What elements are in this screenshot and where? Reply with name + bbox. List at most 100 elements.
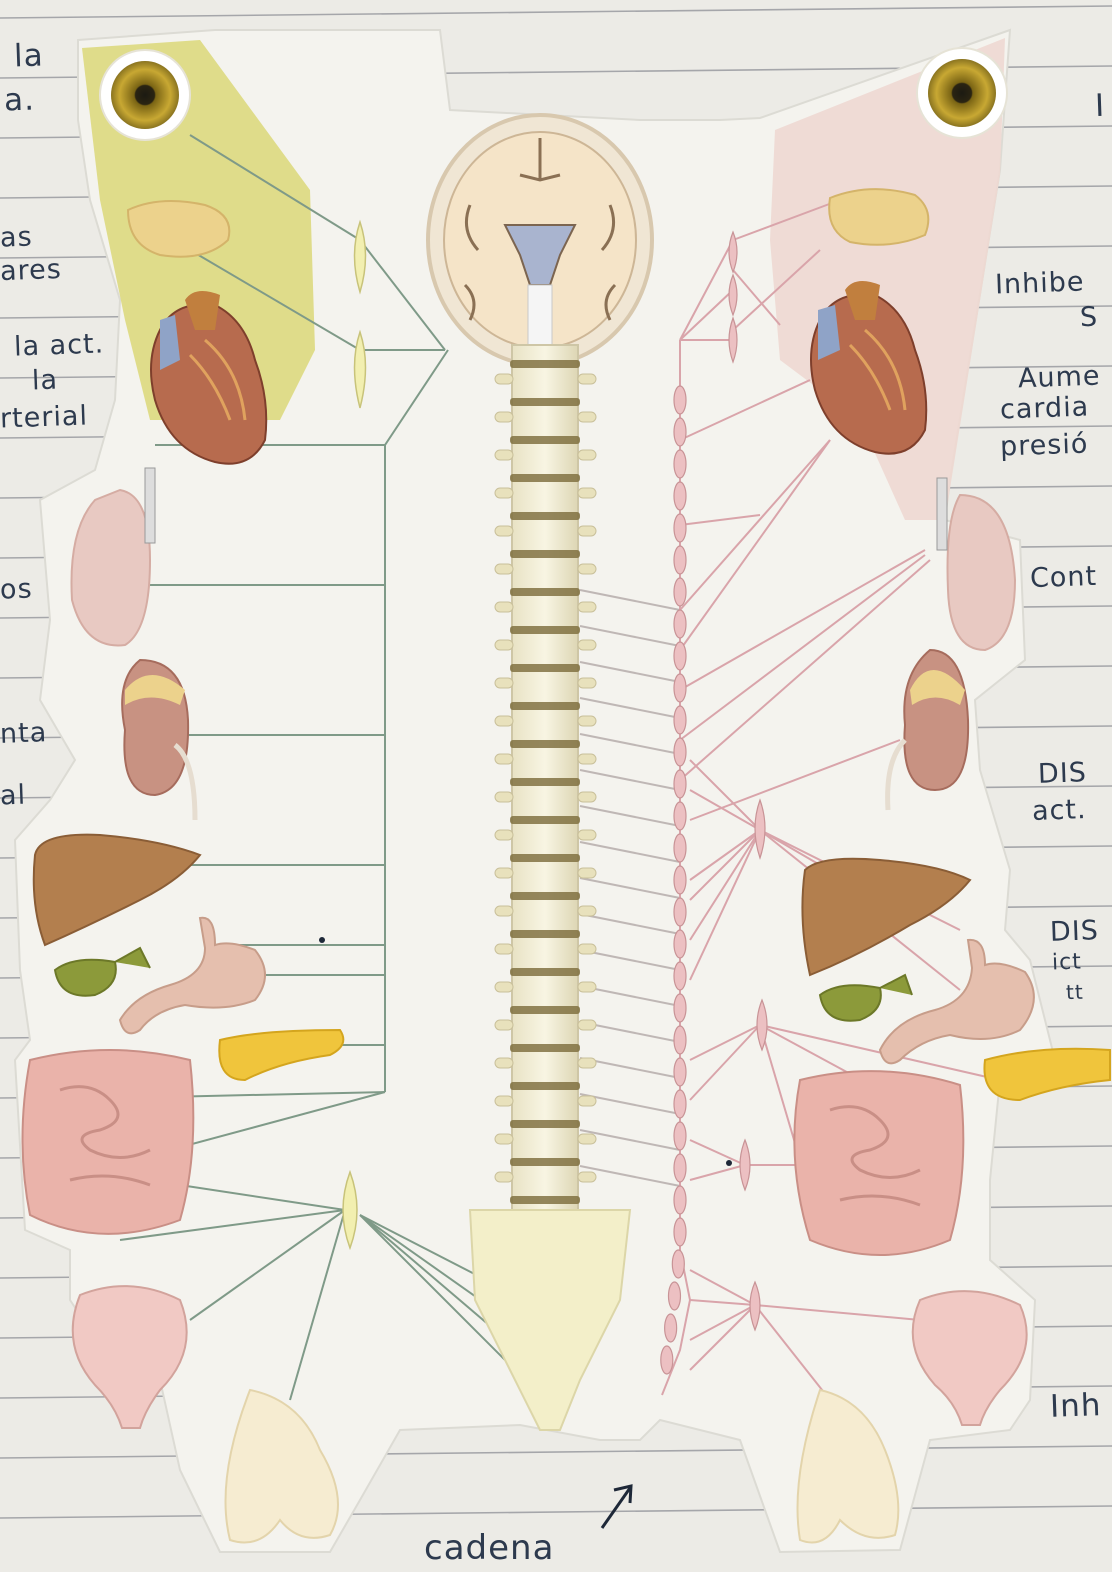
vertebra-process [495,1058,513,1068]
vertebra-process [495,830,513,840]
chain-ganglion [674,930,686,958]
left-note: al [0,780,27,812]
right-note: I [1094,88,1105,124]
vertebra-process [578,488,596,498]
vertebra-process [578,640,596,650]
chain-ganglion [674,450,686,478]
vertebra-process [495,1134,513,1144]
right-note: tt [1066,980,1085,1005]
chain-ganglion [674,994,686,1022]
chain-ganglion [674,898,686,926]
vertebra-process [495,678,513,688]
vertebra-process [495,564,513,574]
chain-ganglion [674,1186,686,1214]
vertebra-process [578,982,596,992]
chain-ganglion [674,1090,686,1118]
intestine-icon [794,1071,963,1255]
ink-dot [319,937,325,943]
vertebra-process [578,412,596,422]
chain-ganglion [661,1346,673,1374]
right-note: DIS [1037,757,1087,790]
right-note: S [1079,302,1098,334]
left-note: rterial [0,400,88,434]
right-note: Aume [1017,361,1101,395]
chain-ganglion [674,1154,686,1182]
vertebra-disc [510,778,580,786]
vertebra-disc [510,1196,580,1204]
vertebra-process [495,374,513,384]
chain-ganglion [668,1282,680,1310]
chain-ganglion [674,674,686,702]
vertebra-disc [510,550,580,558]
vertebra-process [578,792,596,802]
eye-iris [111,61,179,129]
right-note: cardia [999,391,1089,425]
vertebra-process [495,412,513,422]
vertebra-process [495,488,513,498]
chain-ganglion [674,1122,686,1150]
brain-icon [428,115,652,365]
left-note: la act. [13,328,104,362]
vertebra-disc [510,968,580,976]
chain-ganglion [665,1314,677,1342]
ruled-line [0,1446,1112,1458]
left-note: la [31,365,58,397]
vertebra-disc [510,740,580,748]
ruled-line [0,1506,1112,1518]
vertebra-process [495,792,513,802]
right-note: act. [1031,794,1087,827]
vertebra-process [578,602,596,612]
left-note: la [13,37,44,74]
right-note: Cont [1029,561,1097,594]
left-note: nta [0,717,48,750]
chain-ganglion [674,546,686,574]
right-note: DIS [1049,915,1099,948]
chain-ganglion [674,578,686,606]
vertebra-disc [510,1158,580,1166]
left-note: as [0,221,33,253]
vertebra-disc [510,930,580,938]
chain-ganglion [674,706,686,734]
chain-ganglion [674,1026,686,1054]
arrow-icon [602,1486,631,1528]
vertebra-process [578,868,596,878]
eye-iris [928,59,996,127]
vertebra-disc [510,1044,580,1052]
vertebra-disc [510,816,580,824]
left-note: os [0,573,33,605]
vertebra-process [495,1096,513,1106]
left-note: a. [3,81,35,118]
vertebra-process [578,944,596,954]
chain-ganglion [674,738,686,766]
vertebra-disc [510,588,580,596]
chain-ganglion [674,834,686,862]
vertebra-disc [510,512,580,520]
right-note: Inhibe [994,266,1084,300]
ruled-line [0,6,1112,18]
chain-ganglion [674,962,686,990]
ink-dot [726,1160,732,1166]
vertebra-process [578,1134,596,1144]
chain-ganglion [672,1250,684,1278]
vertebra-process [495,868,513,878]
vertebra-process [495,526,513,536]
chain-label: cadena [424,1528,554,1568]
vertebra-process [578,1058,596,1068]
vertebra-process [578,906,596,916]
chain-ganglion [674,482,686,510]
vertebra-process [578,678,596,688]
vertebra-disc [510,1006,580,1014]
vertebra-disc [510,1082,580,1090]
vertebra-process [578,830,596,840]
chain-ganglion [674,386,686,414]
vertebra-process [495,906,513,916]
vertebra-process [495,640,513,650]
chain-ganglion [674,802,686,830]
left-note: ares [0,254,62,287]
vertebra-disc [510,892,580,900]
vertebra-process [578,564,596,574]
vertebra-process [495,982,513,992]
chain-ganglion [674,1218,686,1246]
